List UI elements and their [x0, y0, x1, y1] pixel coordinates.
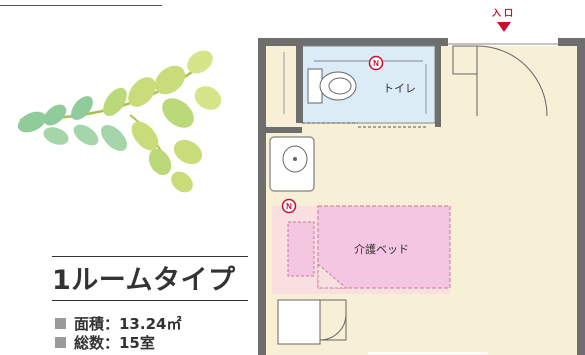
toilet-wall-right	[435, 46, 441, 127]
sink-icon	[269, 136, 315, 192]
room-type-title: 1ルームタイプ	[52, 265, 236, 296]
entrance-opening	[448, 38, 558, 46]
n-marker-icon	[368, 55, 384, 71]
area-info: 面積：13.24㎡	[55, 313, 181, 334]
bullet-square-icon	[55, 337, 66, 348]
closet	[277, 299, 321, 345]
title-top-rule	[52, 256, 248, 257]
entrance-label: 入口	[491, 9, 516, 19]
toilet-wall	[296, 46, 303, 123]
floor-plan: N N	[258, 34, 585, 355]
bullet-square-icon	[55, 318, 66, 329]
nursing-bed	[317, 205, 451, 289]
title-bottom-rule	[52, 300, 248, 301]
toilet-icon	[307, 68, 357, 104]
top-divider	[0, 5, 162, 6]
leaf-branch-icon	[10, 40, 250, 200]
n-marker-icon	[281, 198, 297, 214]
entrance-arrow-icon	[497, 22, 511, 32]
door-swing-icon	[476, 45, 548, 117]
svg-text:N: N	[286, 202, 292, 211]
entrance-door-panel	[452, 45, 478, 75]
room-count-info: 総数：15室	[55, 332, 155, 353]
svg-text:N: N	[373, 59, 379, 68]
toilet-label: トイレ	[383, 82, 416, 95]
bedside-table	[287, 221, 315, 277]
bed-label: 介護ベッド	[354, 243, 409, 256]
count-text: 総数：15室	[74, 334, 155, 352]
area-text: 面積：13.24㎡	[74, 315, 182, 333]
